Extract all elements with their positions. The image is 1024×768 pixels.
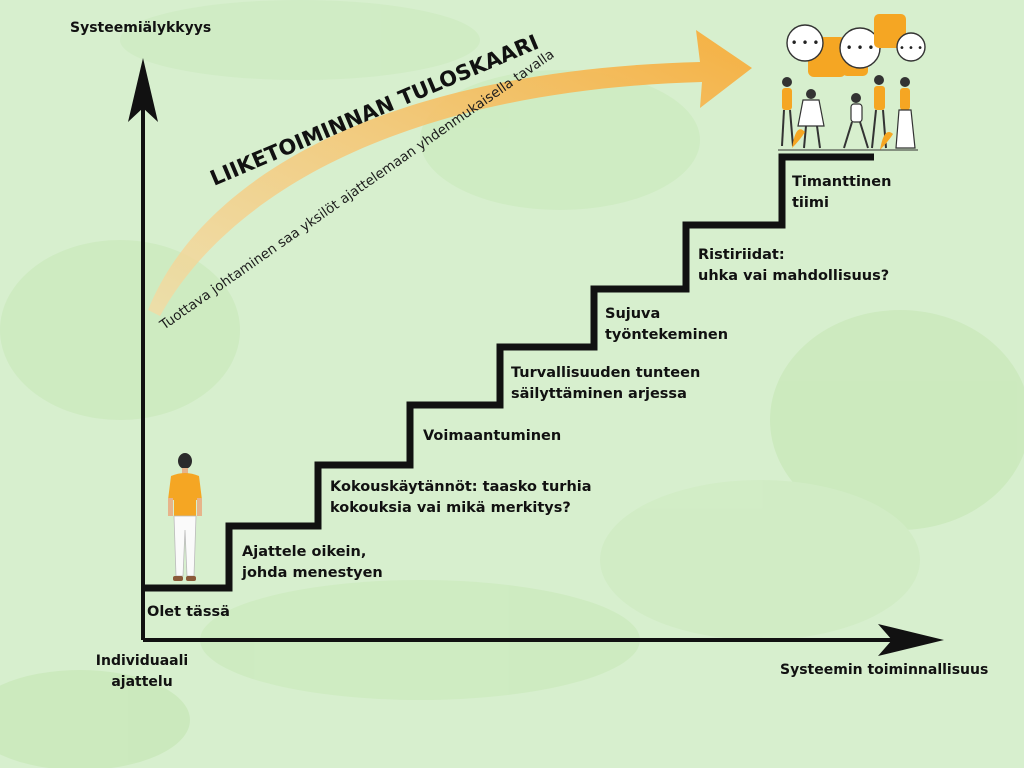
- svg-text:• • •: • • •: [846, 41, 875, 55]
- speech-bubble-icon: • • • • • • • • •: [786, 14, 926, 77]
- y-axis-arrow-icon: [128, 58, 158, 122]
- step-label-kokouskaytannot: Kokouskäytännöt: taasko turhia kokouksia…: [330, 479, 592, 516]
- results-arc: [148, 30, 752, 316]
- step-label-ristiriidat: Ristiriidat: uhka vai mahdollisuus?: [698, 247, 890, 284]
- x-axis-arrow-icon: [878, 624, 944, 656]
- step-label-turvallisuuden-tunteen: Turvallisuuden tunteen säilyttäminen arj…: [511, 365, 701, 402]
- step-label-sujuva-tyontekeminen: Sujuva työntekeminen: [605, 306, 729, 343]
- svg-text:• • •: • • •: [791, 36, 820, 50]
- svg-text:• • •: • • •: [899, 43, 923, 54]
- x-axis: [143, 624, 944, 656]
- step-label-ajattele-oikein: Ajattele oikein, johda menestyen: [242, 544, 383, 581]
- y-axis-title: Systeemiälykkyys: [70, 20, 212, 36]
- step-label-timanttinen-tiimi: Timanttinen tiimi: [792, 174, 892, 211]
- step-label-olet-tassa: Olet tässä: [147, 604, 230, 620]
- person-icon: [168, 453, 202, 581]
- team-icon: • • • • • • • • •: [778, 14, 926, 151]
- y-axis: [128, 58, 158, 640]
- step-label-voimaantuminen: Voimaantuminen: [423, 428, 562, 444]
- x-axis-title: Systeemin toiminnallisuus: [780, 662, 989, 678]
- staircase: [143, 153, 874, 592]
- x-axis-origin-label: Individuaali ajattelu: [95, 653, 189, 690]
